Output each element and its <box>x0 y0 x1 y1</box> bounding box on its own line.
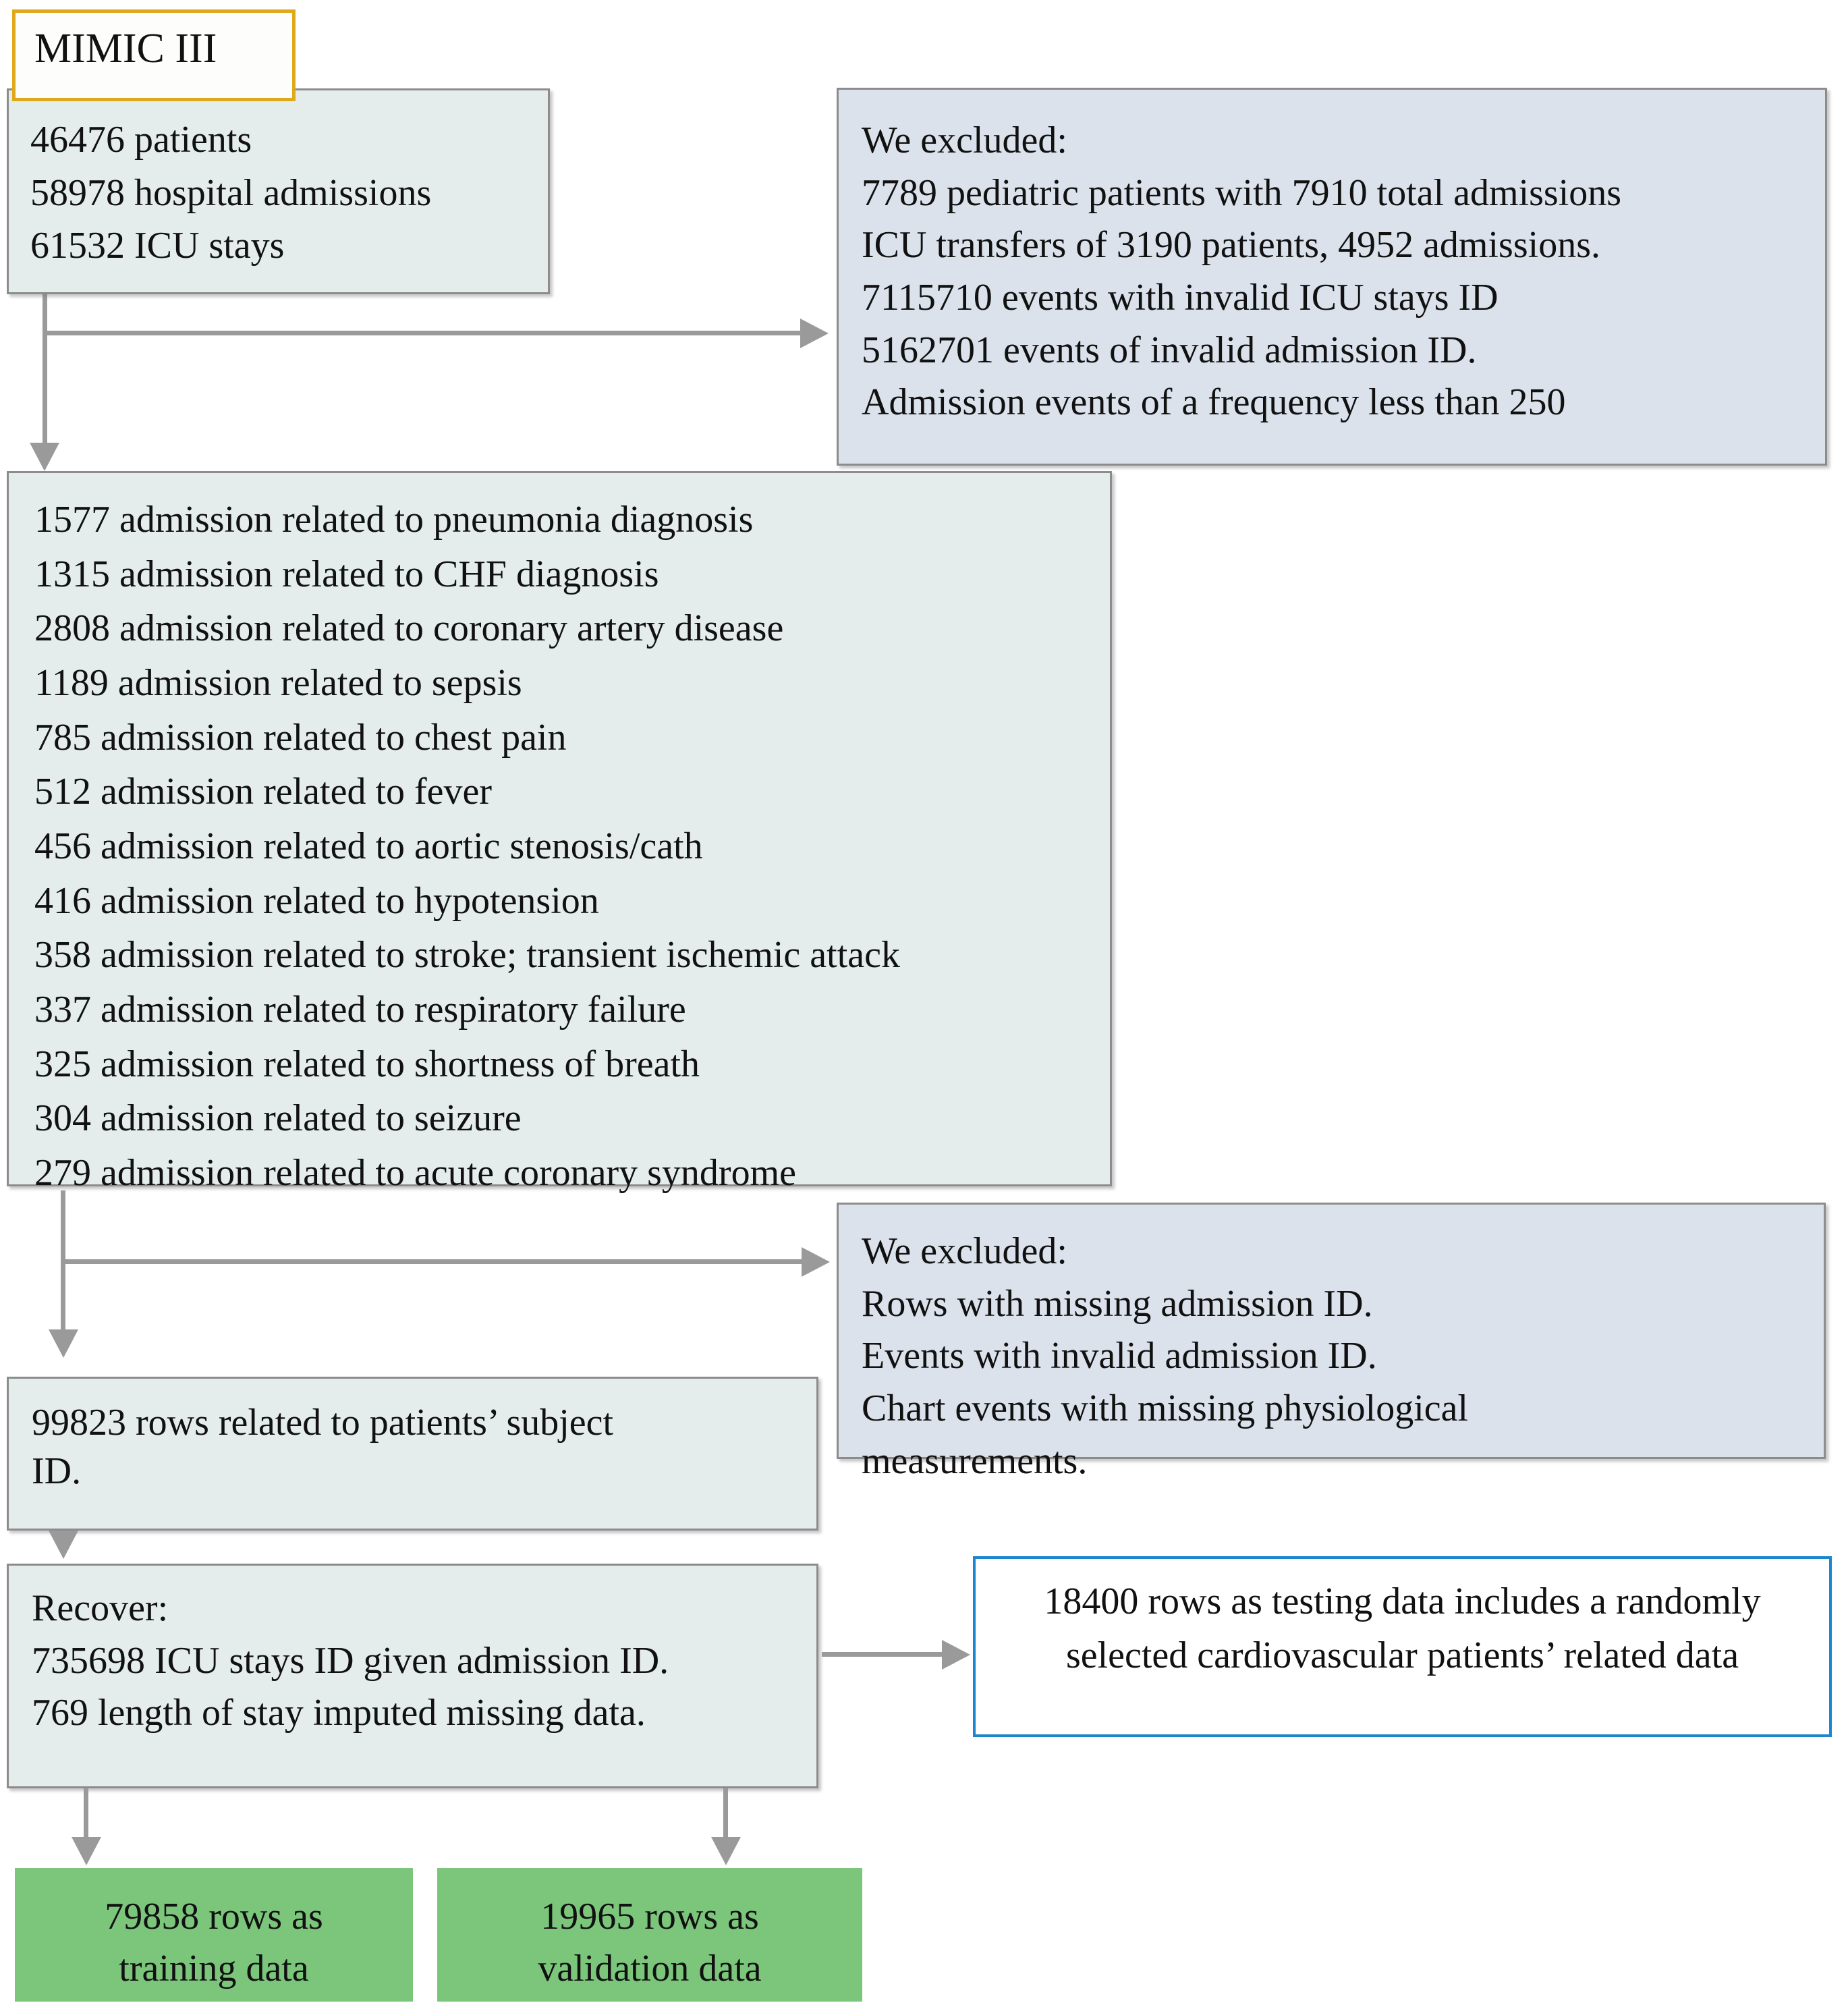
diagnosis-row: 456 admission related to aortic stenosis… <box>34 825 703 868</box>
exclusion-one-item-4: Admission events of a frequency less tha… <box>862 381 1566 424</box>
arrowhead-to-subject-rows <box>49 1329 78 1358</box>
exclusion-one-item-3: 5162701 events of invalid admission ID. <box>862 329 1477 371</box>
diagnosis-row: 1577 admission related to pneumonia diag… <box>34 499 754 541</box>
diagnosis-row: 337 admission related to respiratory fai… <box>34 989 686 1031</box>
source-stat-admissions: 58978 hospital admissions <box>30 171 432 214</box>
exclusion-two-item-3: measurements. <box>862 1439 1088 1482</box>
exclusion-two-heading: We excluded: <box>862 1230 1067 1272</box>
exclusion-one-item-0: 7789 pediatric patients with 7910 total … <box>862 171 1622 214</box>
diagnosis-row: 358 admission related to stroke; transie… <box>34 934 900 977</box>
connector-source-to-exclusion-one <box>43 331 802 335</box>
diagnosis-row: 416 admission related to hypotension <box>34 879 599 922</box>
exclusion-one-heading: We excluded: <box>862 119 1067 161</box>
exclusion-one-box: We excluded: 7789 pediatric patients wit… <box>837 88 1827 466</box>
connector-source-vertical <box>43 294 47 453</box>
connector-recover-to-training <box>84 1788 88 1849</box>
training-data-line-1: 79858 rows as <box>105 1896 323 1937</box>
diagnosis-row: 325 admission related to shortness of br… <box>34 1043 700 1085</box>
validation-data-box: 19965 rows as validation data <box>437 1868 862 2002</box>
validation-data-line-1: 19965 rows as <box>540 1896 759 1937</box>
source-stat-icu-stays: 61532 ICU stays <box>30 225 285 267</box>
diagnosis-row: 279 admission related to acute coronary … <box>34 1152 796 1194</box>
diagnosis-row: 2808 admission related to coronary arter… <box>34 607 784 650</box>
recover-box: Recover: 735698 ICU stays ID given admis… <box>7 1564 818 1788</box>
mimic-iii-label: MIMIC III <box>34 26 217 72</box>
exclusion-two-item-0: Rows with missing admission ID. <box>862 1282 1373 1325</box>
arrowhead-to-exclusion-one <box>800 319 829 348</box>
validation-data-line-2: validation data <box>538 1948 762 1990</box>
source-stats-box: 46476 patients 58978 hospital admissions… <box>7 88 550 294</box>
diagnosis-row: 512 admission related to fever <box>34 771 493 813</box>
exclusion-two-item-1: Events with invalid admission ID. <box>862 1335 1377 1377</box>
arrowhead-to-validation-data <box>711 1837 741 1865</box>
training-data-line-2: training data <box>119 1948 309 1990</box>
arrowhead-to-diagnosis <box>30 443 59 471</box>
arrowhead-to-testing-data <box>942 1640 970 1670</box>
arrowhead-to-training-data <box>72 1837 101 1865</box>
subject-rows-box: 99823 rows related to patients’ subject … <box>7 1377 818 1531</box>
diagnosis-row: 1189 admission related to sepsis <box>34 662 522 705</box>
recover-item-0: 735698 ICU stays ID given admission ID. <box>32 1639 669 1682</box>
testing-data-label: 18400 rows as testing data includes a ra… <box>1044 1580 1770 1676</box>
connector-diagnosis-vertical <box>61 1190 65 1338</box>
diagnosis-row: 304 admission related to seizure <box>34 1097 522 1140</box>
mimic-iii-title-box: MIMIC III <box>12 9 296 101</box>
exclusion-one-item-1: ICU transfers of 3190 patients, 4952 adm… <box>862 224 1600 267</box>
exclusion-two-item-2: Chart events with missing physiological <box>862 1387 1469 1430</box>
recover-heading: Recover: <box>32 1587 169 1629</box>
connector-recover-to-testing-data <box>822 1652 943 1657</box>
diagnosis-row: 785 admission related to chest pain <box>34 716 567 759</box>
diagnosis-row: 1315 admission related to CHF diagnosis <box>34 553 659 595</box>
subject-rows-line-1: 99823 rows related to patients’ subject <box>32 1402 614 1444</box>
subject-rows-line-2: ID. <box>32 1450 82 1492</box>
exclusion-one-item-2: 7115710 events with invalid ICU stays ID <box>862 277 1499 319</box>
diagnosis-list-box: 1577 admission related to pneumonia diag… <box>7 471 1112 1194</box>
connector-diagnosis-to-exclusion-two <box>61 1259 803 1264</box>
arrowhead-to-exclusion-two <box>802 1247 830 1277</box>
arrowhead-to-recover <box>49 1531 78 1559</box>
source-stat-patients: 46476 patients <box>30 119 252 161</box>
recover-item-1: 769 length of stay imputed missing data. <box>32 1692 646 1734</box>
exclusion-two-box: We excluded: Rows with missing admission… <box>837 1203 1826 1482</box>
training-data-box: 79858 rows as training data <box>15 1868 413 2002</box>
connector-recover-to-validation <box>723 1788 728 1849</box>
testing-data-box: 18400 rows as testing data includes a ra… <box>973 1556 1832 1737</box>
